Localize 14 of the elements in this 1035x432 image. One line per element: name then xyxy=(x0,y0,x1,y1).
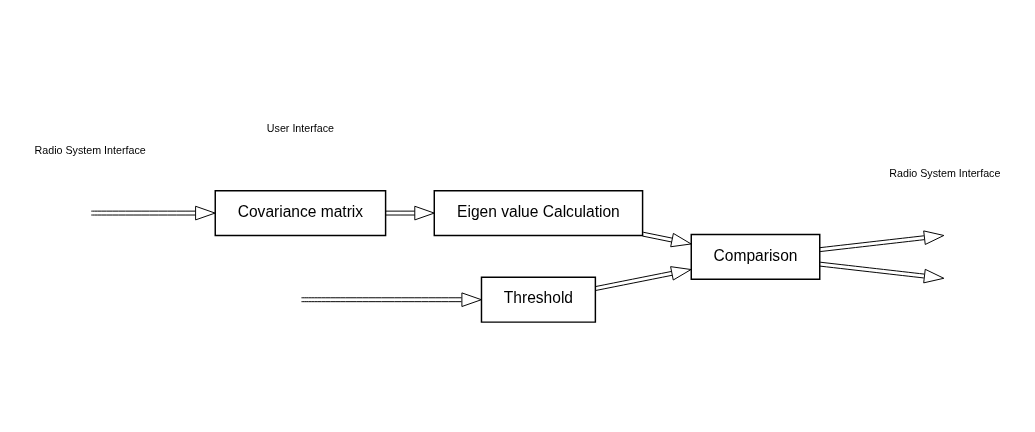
arrow xyxy=(819,230,945,253)
arrow xyxy=(819,261,945,284)
arrow xyxy=(90,205,216,221)
label: Radio System Interface xyxy=(889,166,1001,179)
node-box: Eigen value Calculation xyxy=(433,189,644,237)
label: User Interface xyxy=(266,122,334,135)
node-box: Threshold xyxy=(480,276,597,323)
node-box: Covariance matrix xyxy=(214,189,387,237)
label: Radio System Interface xyxy=(34,144,146,157)
arrow xyxy=(300,292,482,307)
arrow xyxy=(385,205,435,221)
arrow xyxy=(594,266,692,291)
node-box: Comparison xyxy=(690,233,821,280)
arrow xyxy=(642,231,692,248)
